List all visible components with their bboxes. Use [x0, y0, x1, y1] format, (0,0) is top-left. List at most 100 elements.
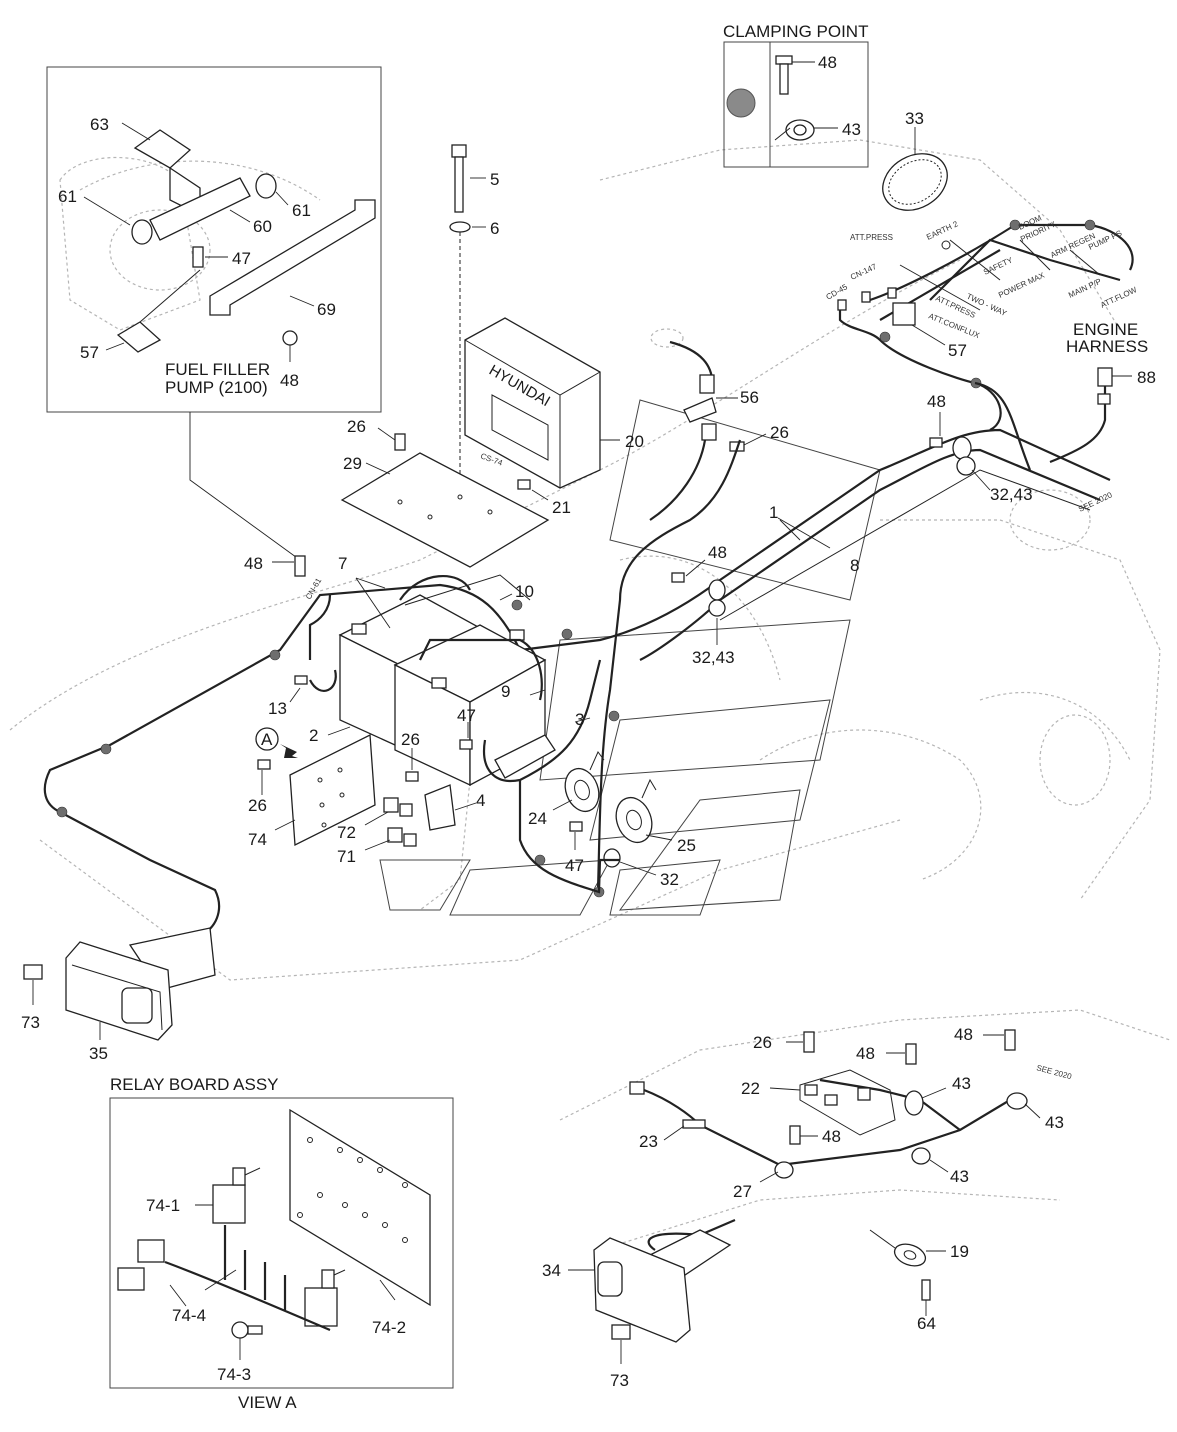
fuel-filler-inset: FUEL FILLER PUMP (2100)	[46, 66, 382, 561]
clamp-61-left	[83, 196, 153, 245]
tag-main-pp: MAIN P/P	[1067, 277, 1103, 300]
tag-earth2: EARTH 2	[925, 219, 960, 242]
part-labels: 48 43 33 63 61 60 61 47 69 57 48 5 6 20 …	[21, 53, 1156, 1390]
label-27: 27	[733, 1182, 752, 1201]
lower-harness: SEE 2020 SEE 2020	[629, 490, 1114, 1183]
label-72: 72	[337, 823, 356, 842]
washer-6	[449, 221, 486, 490]
relay-board-74	[274, 733, 376, 847]
chassis-outline	[9, 139, 1171, 1251]
engine-harness-line1: ENGINE	[1073, 320, 1138, 339]
label-43-lower-b: 43	[1045, 1113, 1064, 1132]
label-26-56: 26	[770, 423, 789, 442]
horn-24	[552, 751, 605, 813]
bolt-48-right	[929, 412, 943, 448]
label-26-left: 26	[248, 796, 267, 815]
label-23: 23	[639, 1132, 658, 1151]
relay-71	[364, 827, 417, 851]
tag-cn147: CN-147	[849, 262, 878, 282]
bolt-26-left	[257, 759, 271, 795]
label-57-right: 57	[948, 341, 967, 360]
label-48-lower-b: 48	[954, 1025, 973, 1044]
hose-60	[149, 177, 251, 241]
clamp-61-right	[255, 173, 289, 206]
label-64: 64	[917, 1314, 936, 1333]
label-61-left: 61	[58, 187, 77, 206]
bolt-26-battery	[405, 748, 419, 782]
label-2: 2	[309, 726, 318, 745]
bolt-48-lower-a	[886, 1043, 917, 1065]
bolt-48-lower-b	[983, 1029, 1016, 1051]
label-48-mid: 48	[708, 543, 727, 562]
bolt-48-clamp	[775, 55, 815, 95]
engine-harness-88	[1049, 367, 1132, 464]
label-1: 1	[769, 503, 778, 522]
label-32-horn: 32	[660, 870, 679, 889]
tag-power-max: POWER MAX	[997, 270, 1047, 299]
label-3: 3	[575, 710, 584, 729]
label-73-lower: 73	[610, 1371, 629, 1390]
label-57-fuel: 57	[80, 343, 99, 362]
bolt-73-lower	[611, 1324, 631, 1364]
bracket-57-fuel	[105, 269, 201, 353]
label-35: 35	[89, 1044, 108, 1063]
label-4: 4	[476, 791, 485, 810]
cable-13	[289, 675, 308, 703]
label-48-lower-c: 48	[822, 1127, 841, 1146]
board-plate-74-2	[289, 1108, 431, 1307]
connector-56	[650, 328, 738, 441]
battery-pack	[327, 574, 547, 787]
label-7: 7	[338, 554, 347, 573]
label-48-fuel: 48	[280, 371, 299, 390]
label-33: 33	[905, 109, 924, 128]
bolt-48-mid	[671, 559, 706, 583]
label-43-lower-c: 43	[950, 1167, 969, 1186]
clamping-point-title: CLAMPING POINT	[723, 22, 868, 41]
label-9: 9	[501, 682, 510, 701]
label-48-left: 48	[244, 554, 263, 573]
bolt-26-plate	[377, 427, 406, 451]
work-lamp-35	[65, 927, 216, 1041]
bolt-73-left	[23, 964, 43, 1005]
bolt-26-lower	[786, 1031, 815, 1053]
relay-74-1	[195, 1167, 261, 1224]
label-8: 8	[850, 556, 859, 575]
fuel-filler-title: FUEL FILLER	[165, 360, 270, 379]
clamp-32-horn	[603, 848, 657, 876]
label-10: 10	[515, 582, 534, 601]
bracket-63	[121, 122, 201, 217]
label-88: 88	[1137, 368, 1156, 387]
label-48-clamp: 48	[818, 53, 837, 72]
bolt-5	[451, 144, 486, 213]
label-22: 22	[741, 1079, 760, 1098]
clamp-point-marker	[726, 88, 756, 118]
bolt-47-horn	[569, 821, 583, 850]
label-25: 25	[677, 836, 696, 855]
label-74: 74	[248, 830, 267, 849]
label-47-fuel: 47	[232, 249, 251, 268]
label-56: 56	[740, 388, 759, 407]
label-24: 24	[528, 809, 547, 828]
label-32-43-mid: 32,43	[692, 648, 735, 667]
label-6: 6	[490, 219, 499, 238]
tag-att-flow: ATT.FLOW	[1099, 285, 1139, 310]
bolt-21	[517, 479, 549, 501]
label-29: 29	[343, 454, 362, 473]
horn-25	[615, 778, 673, 844]
bolt-48-lower-c	[789, 1125, 818, 1145]
grommet-19	[869, 1229, 946, 1267]
bolt-48-left	[272, 555, 306, 577]
work-lamp-34	[568, 1218, 736, 1343]
label-26-plate: 26	[347, 417, 366, 436]
label-34: 34	[542, 1261, 561, 1280]
label-26-lower: 26	[753, 1033, 772, 1052]
label-71: 71	[337, 847, 356, 866]
engine-harness-line2: HARNESS	[1066, 337, 1148, 356]
label-32-43-right: 32,43	[990, 485, 1033, 504]
label-26-battery: 26	[401, 730, 420, 749]
relay-72	[364, 797, 413, 826]
wiring-74-4	[117, 1225, 331, 1332]
label-13: 13	[268, 699, 287, 718]
